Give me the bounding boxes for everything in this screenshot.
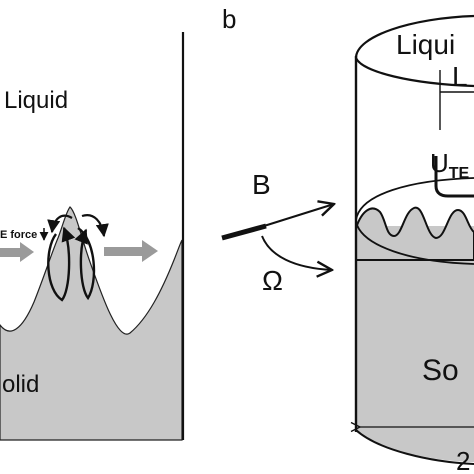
panel-a-solid-label: olid — [2, 371, 39, 398]
b-label: B — [252, 169, 271, 200]
flow-arc-top-right — [81, 214, 109, 238]
omega-arc — [261, 235, 332, 270]
force-arrow-left — [0, 242, 34, 262]
panel-a: Liquid E force olid — [0, 32, 185, 441]
panel-b: b Liqui L UTE B Ω So 2 — [221, 4, 474, 474]
b-field-line — [221, 223, 267, 241]
probe-wire — [434, 156, 474, 198]
panel-b-solid-label: So — [422, 354, 459, 387]
solid-region-a — [0, 206, 183, 441]
l-label: L — [452, 61, 468, 92]
solid-region-b — [356, 226, 474, 462]
bottom-ellipse — [355, 429, 474, 465]
panel-a-liquid-label: Liquid — [4, 87, 68, 114]
u-subscript: TE — [449, 165, 470, 182]
flow-loop-left — [47, 226, 76, 302]
force-label: E force — [0, 229, 37, 241]
b-field-arrow — [263, 204, 334, 227]
u-symbol: U — [430, 148, 449, 178]
interface-waves — [355, 206, 474, 261]
cylinder-top-ellipse — [354, 14, 474, 88]
panel-b-letter: b — [222, 4, 236, 34]
middle-ellipse-front — [355, 221, 474, 265]
middle-ellipse-back — [355, 177, 474, 221]
panel-b-liquid-label: Liqui — [396, 29, 455, 60]
force-arrow-right — [104, 240, 158, 262]
omega-label: Ω — [262, 265, 283, 296]
flow-arc-top-left — [47, 214, 73, 234]
dimension-label: 2 — [456, 446, 470, 474]
flow-loop-right — [74, 227, 96, 301]
